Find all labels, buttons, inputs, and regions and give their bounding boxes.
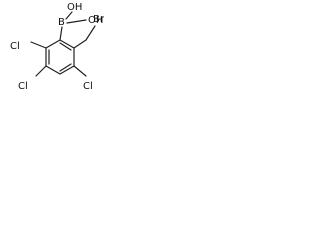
ring-cl-left-bond <box>30 41 47 49</box>
ring-bond-top <box>45 39 61 49</box>
boron-oh-top-bond <box>65 11 73 20</box>
chlorine-bottom-right-label: Cl <box>83 81 93 92</box>
chlorine-left-label: Cl <box>10 41 20 52</box>
chlorine-bottom-left-label: Cl <box>18 81 28 92</box>
ring-cl-bottom-left-bond <box>35 65 47 77</box>
ring-bond-bottom-right <box>59 65 75 75</box>
ring-bond-top-right <box>59 39 75 49</box>
boron-label: B <box>58 17 65 28</box>
chemical-structure-diagram: B OH OH Br Cl Cl Cl <box>10 2 105 92</box>
ring-cl-bottom-right-bond <box>73 65 87 77</box>
hydroxyl-top-label: OH <box>67 2 82 13</box>
ring-bond-bottom-left <box>45 65 61 75</box>
ring-ch2-bond <box>73 39 87 49</box>
bromine-label: Br <box>93 14 105 25</box>
ch2-br-bond <box>85 25 96 41</box>
boron-ring-bond <box>59 26 63 41</box>
hydroxyl-right-label: OH <box>88 15 103 26</box>
ring-inner-double-bond-3 <box>59 63 72 72</box>
boron-oh-right-bond <box>66 19 87 24</box>
ring-inner-double-bond-2 <box>59 42 72 51</box>
